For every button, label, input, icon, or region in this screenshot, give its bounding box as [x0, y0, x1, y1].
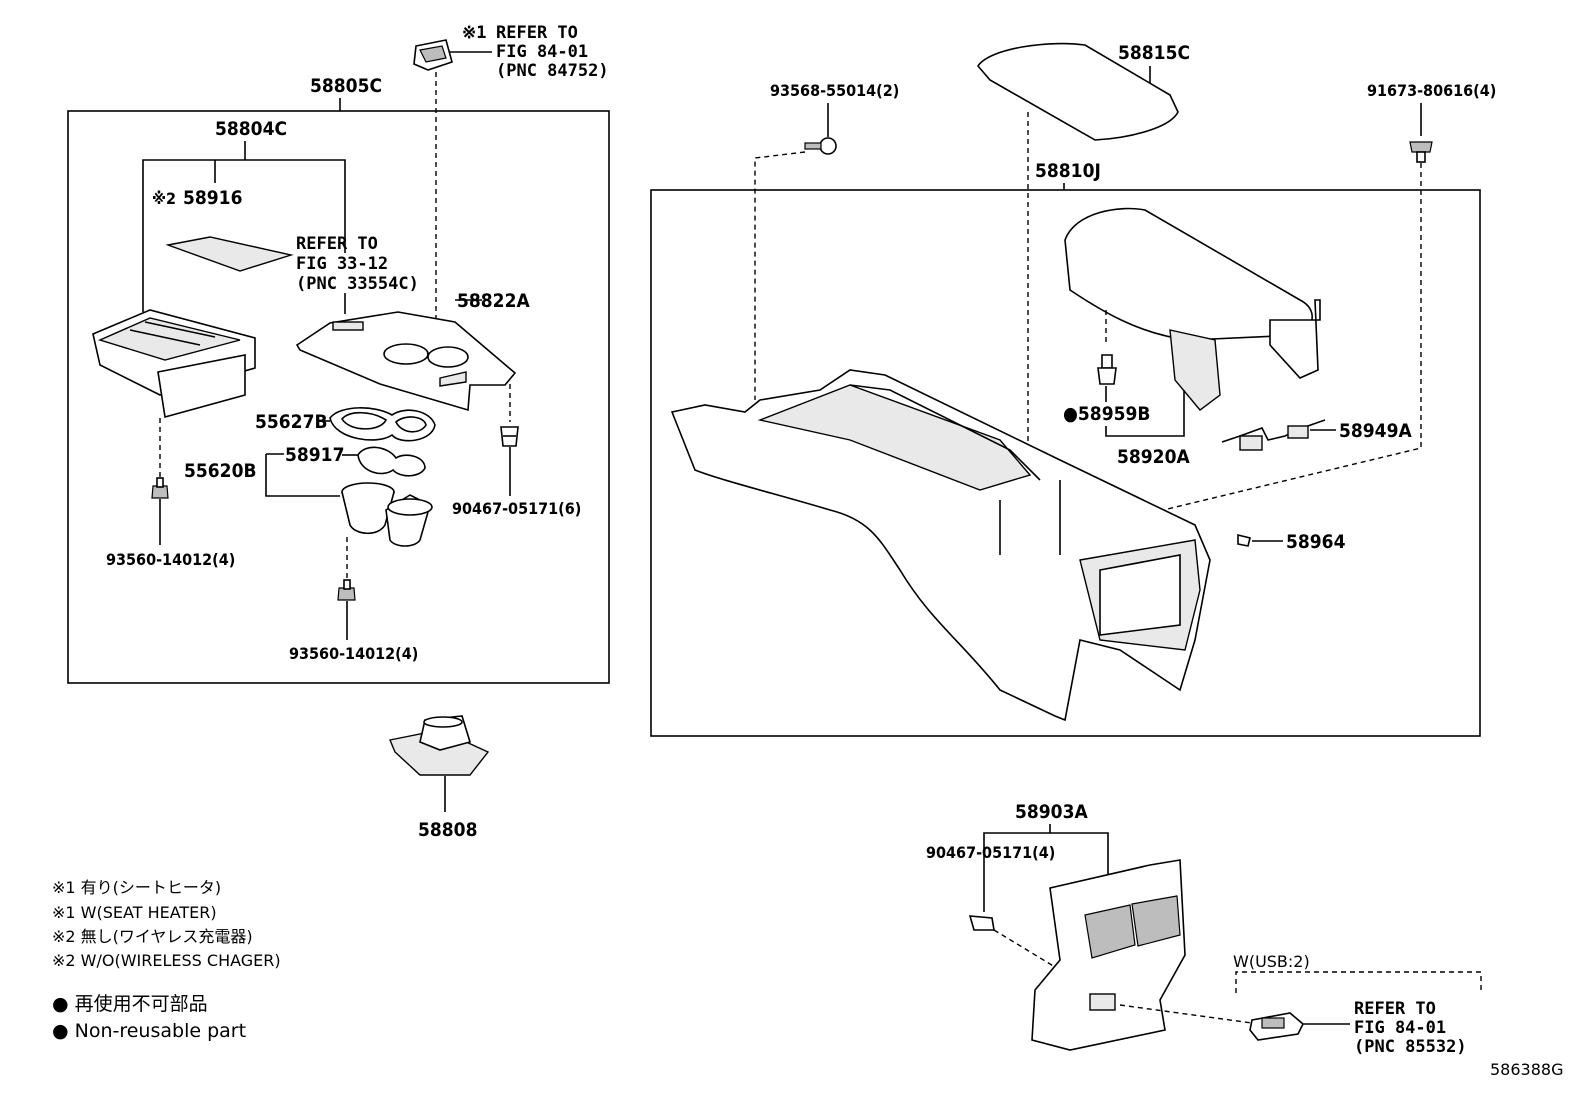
usb-85532-part[interactable]: [1249, 1012, 1304, 1041]
label-58804c[interactable]: 58804C: [215, 118, 287, 140]
bolt-left-part[interactable]: [804, 137, 837, 155]
label-clip-4[interactable]: 90467-05171(4): [926, 843, 1055, 862]
armrest-58920a-part[interactable]: [1064, 207, 1321, 411]
legend-1: ● 再使用不可部品: [52, 993, 208, 1015]
boot-group: 58808: [389, 715, 490, 841]
label-58949a[interactable]: 58949A: [1339, 420, 1412, 442]
clip-6-part[interactable]: [500, 426, 519, 447]
label-55620b[interactable]: 55620B: [184, 460, 257, 482]
label-58917[interactable]: 58917: [285, 444, 344, 466]
right-group: 58810J 58815C 93568-55014(2) 91673-80616…: [650, 42, 1496, 737]
tray-58804c-part[interactable]: [92, 309, 256, 419]
label-variant: W(USB:2): [1233, 952, 1310, 971]
label-screw-bottom[interactable]: 93560-14012(4): [289, 644, 418, 663]
bolt-right-part[interactable]: [1409, 141, 1433, 163]
left-group: 58805C 58804C ※2 58916 REFER TO FIG 33-1…: [67, 23, 610, 684]
clip-58964-part[interactable]: [1237, 533, 1251, 547]
label-58903a[interactable]: 58903A: [1015, 801, 1088, 823]
label-58964[interactable]: 58964: [1286, 531, 1346, 553]
notes: ※1 有り(シートヒータ) ※1 W(SEAT HEATER) ※2 無し(ワイ…: [52, 878, 281, 1042]
liner-55627b-part[interactable]: [329, 407, 436, 442]
label-bolt-left[interactable]: 93568-55014(2): [770, 81, 899, 100]
label-58808[interactable]: 58808: [418, 819, 477, 841]
refer-top-line2: FIG 84-01: [496, 42, 588, 62]
label-58805c[interactable]: 58805C: [310, 75, 382, 97]
refer-rear-line1: REFER TO: [1354, 999, 1436, 1019]
panel-58822a-part[interactable]: [295, 311, 517, 412]
mark-refer-top: ※1: [462, 23, 486, 43]
label-58920a[interactable]: 58920A: [1117, 446, 1190, 468]
refer-mid-line2: FIG 33-12: [296, 254, 388, 274]
rear-panel-58903a-part[interactable]: [1031, 859, 1186, 1051]
switch-84752-part[interactable]: [413, 39, 453, 71]
label-bolt-right[interactable]: 91673-80616(4): [1367, 81, 1496, 100]
refer-mid-line3: (PNC 33554C): [296, 274, 419, 294]
label-58959b[interactable]: ●58959B: [1063, 403, 1150, 425]
label-58822a[interactable]: 58822A: [457, 290, 530, 312]
screw-left-part[interactable]: [151, 477, 169, 499]
note-1: ※1 有り(シートヒータ): [52, 878, 221, 897]
note-4: ※2 W/O(WIRELESS CHAGER): [52, 951, 281, 970]
pad-58815c-part[interactable]: [976, 42, 1179, 141]
label-58810j[interactable]: 58810J: [1035, 160, 1101, 182]
label-screw-left[interactable]: 93560-14012(4): [106, 550, 235, 569]
mark-58916: ※2: [152, 189, 176, 208]
refer-rear-line3: (PNC 85532): [1354, 1037, 1467, 1057]
refer-rear-line2: FIG 84-01: [1354, 1018, 1446, 1038]
holder-55620b-part[interactable]: [341, 482, 433, 547]
assembly-58805c-frame: [67, 110, 610, 684]
refer-top-line1: REFER TO: [496, 23, 578, 43]
hinge-58949a-part[interactable]: [1221, 419, 1326, 451]
refer-mid-line1: REFER TO: [296, 234, 378, 254]
console-box-58810j-part[interactable]: [670, 369, 1211, 722]
insert-58917-part[interactable]: [357, 446, 426, 477]
mat-58916-part[interactable]: [165, 236, 294, 272]
screw-bottom-part[interactable]: [337, 579, 356, 601]
figure-id: 586388G: [1490, 1060, 1563, 1079]
clip-58959b-part[interactable]: [1097, 354, 1117, 385]
clip-4-part[interactable]: [968, 915, 995, 931]
rear-group: 58903A 90467-05171(4) W(USB:2) REFER TO …: [926, 801, 1482, 1057]
refer-top-line3: (PNC 84752): [496, 61, 609, 81]
box-58810j-frame: [650, 189, 1481, 737]
label-55627b[interactable]: 55627B: [255, 411, 328, 433]
note-2: ※1 W(SEAT HEATER): [52, 903, 217, 922]
boot-58808-part[interactable]: [389, 715, 490, 776]
legend-2: ● Non-reusable part: [52, 1020, 246, 1042]
label-clip-6[interactable]: 90467-05171(6): [452, 499, 581, 518]
label-58916[interactable]: 58916: [183, 187, 242, 209]
note-3: ※2 無し(ワイヤレス充電器): [52, 927, 253, 946]
label-58815c[interactable]: 58815C: [1118, 42, 1190, 64]
